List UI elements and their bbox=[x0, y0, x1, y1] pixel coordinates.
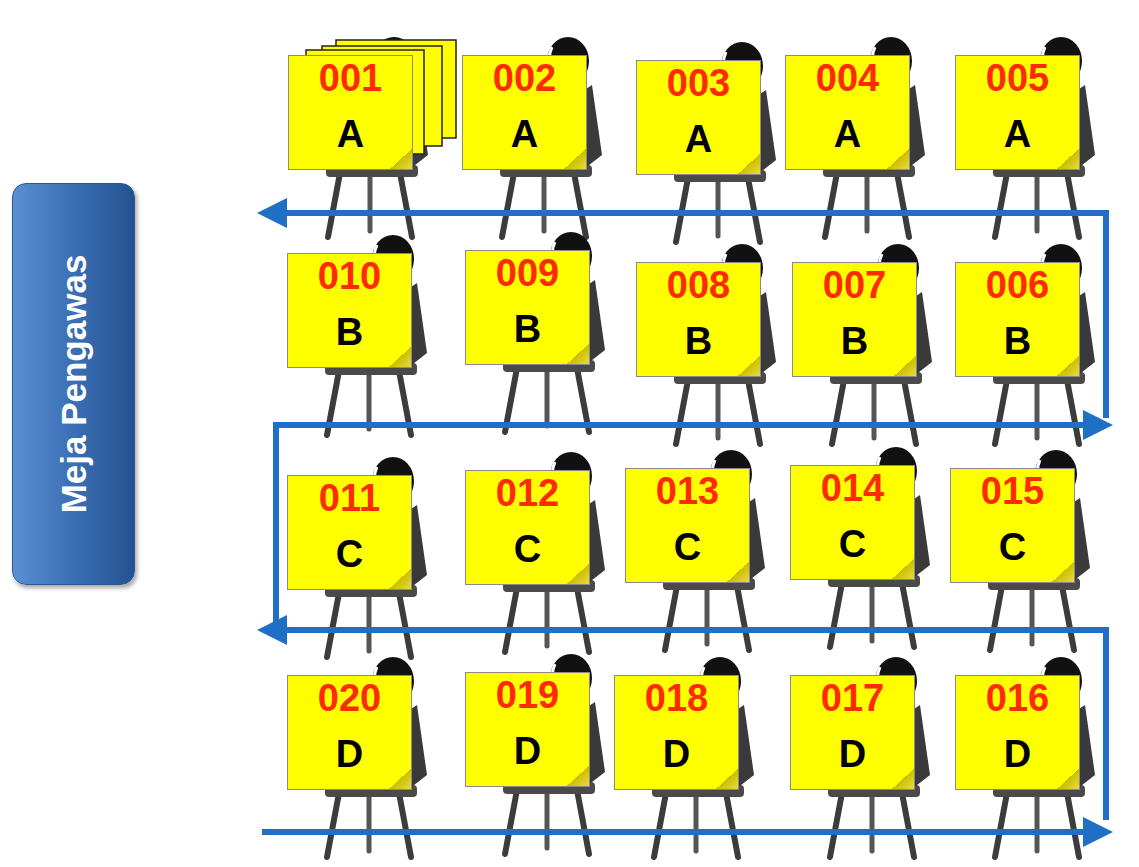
participant-number: 006 bbox=[956, 265, 1079, 307]
seat-group-letter: B bbox=[956, 321, 1079, 363]
seat-card: 017D bbox=[790, 675, 915, 790]
chair-figures bbox=[325, 37, 1095, 857]
seat-group-letter: B bbox=[793, 321, 916, 363]
seat-group-letter: D bbox=[288, 734, 411, 776]
participant-number: 017 bbox=[791, 678, 914, 720]
participant-number: 008 bbox=[637, 265, 760, 307]
participant-number: 016 bbox=[956, 678, 1079, 720]
path-arrow bbox=[273, 422, 1098, 428]
supervisor-desk: Meja Pengawas bbox=[12, 183, 135, 585]
seat-group-letter: C bbox=[288, 534, 411, 576]
seat-group-letter: D bbox=[615, 734, 738, 776]
seat-card: 018D bbox=[614, 675, 739, 790]
path-arrow bbox=[272, 210, 1109, 216]
participant-number: 001 bbox=[289, 58, 412, 100]
seat-card: 003A bbox=[636, 60, 761, 175]
participant-number: 020 bbox=[288, 678, 411, 720]
participant-number: 019 bbox=[466, 675, 589, 717]
seat-group-letter: A bbox=[956, 114, 1079, 156]
path-arrow bbox=[272, 627, 1109, 633]
seat-group-letter: C bbox=[626, 527, 749, 569]
participant-number: 002 bbox=[463, 58, 586, 100]
seat-card: 002A bbox=[462, 55, 587, 170]
seat-card: 011C bbox=[287, 475, 412, 590]
seat-group-letter: C bbox=[951, 527, 1074, 569]
participant-number: 004 bbox=[786, 58, 909, 100]
seat-group-letter: C bbox=[791, 524, 914, 566]
path-line bbox=[1103, 630, 1109, 820]
distribution-path bbox=[262, 213, 1109, 832]
participant-number: 007 bbox=[793, 265, 916, 307]
seat-card: 020D bbox=[287, 675, 412, 790]
participant-number: 010 bbox=[288, 256, 411, 298]
seat-group-letter: B bbox=[288, 312, 411, 354]
path-line bbox=[273, 425, 279, 633]
seat-group-letter: B bbox=[466, 309, 589, 351]
seat-group-letter: A bbox=[786, 114, 909, 156]
seat-card: 008B bbox=[636, 262, 761, 377]
participant-number: 012 bbox=[466, 473, 589, 515]
participant-number: 014 bbox=[791, 468, 914, 510]
participant-number: 011 bbox=[288, 478, 411, 520]
seat-group-letter: A bbox=[463, 114, 586, 156]
path-line bbox=[1103, 213, 1109, 418]
seat-group-letter: D bbox=[956, 734, 1079, 776]
path-arrow bbox=[262, 829, 1098, 835]
seat-card: 009B bbox=[465, 250, 590, 365]
participant-number: 009 bbox=[466, 253, 589, 295]
seat-card: 015C bbox=[950, 468, 1075, 583]
participant-number: 003 bbox=[637, 63, 760, 105]
participant-number: 013 bbox=[626, 471, 749, 513]
seat-card: 014C bbox=[790, 465, 915, 580]
participant-number: 015 bbox=[951, 471, 1074, 513]
seat-card: 012C bbox=[465, 470, 590, 585]
seat-group-letter: A bbox=[289, 114, 412, 156]
seat-card: 010B bbox=[287, 253, 412, 368]
seat-card: 005A bbox=[955, 55, 1080, 170]
seat-card: 007B bbox=[792, 262, 917, 377]
seat-card: 001A bbox=[288, 55, 413, 170]
desk-label: Meja Pengawas bbox=[54, 255, 94, 514]
seat-card: 019D bbox=[465, 672, 590, 787]
seat-card: 013C bbox=[625, 468, 750, 583]
seat-group-letter: D bbox=[466, 731, 589, 773]
seat-group-letter: C bbox=[466, 529, 589, 571]
seat-card: 004A bbox=[785, 55, 910, 170]
seat-card: 016D bbox=[955, 675, 1080, 790]
seat-card: 006B bbox=[955, 262, 1080, 377]
seat-group-letter: D bbox=[791, 734, 914, 776]
seat-group-letter: B bbox=[637, 321, 760, 363]
participant-number: 005 bbox=[956, 58, 1079, 100]
participant-number: 018 bbox=[615, 678, 738, 720]
seat-group-letter: A bbox=[637, 119, 760, 161]
